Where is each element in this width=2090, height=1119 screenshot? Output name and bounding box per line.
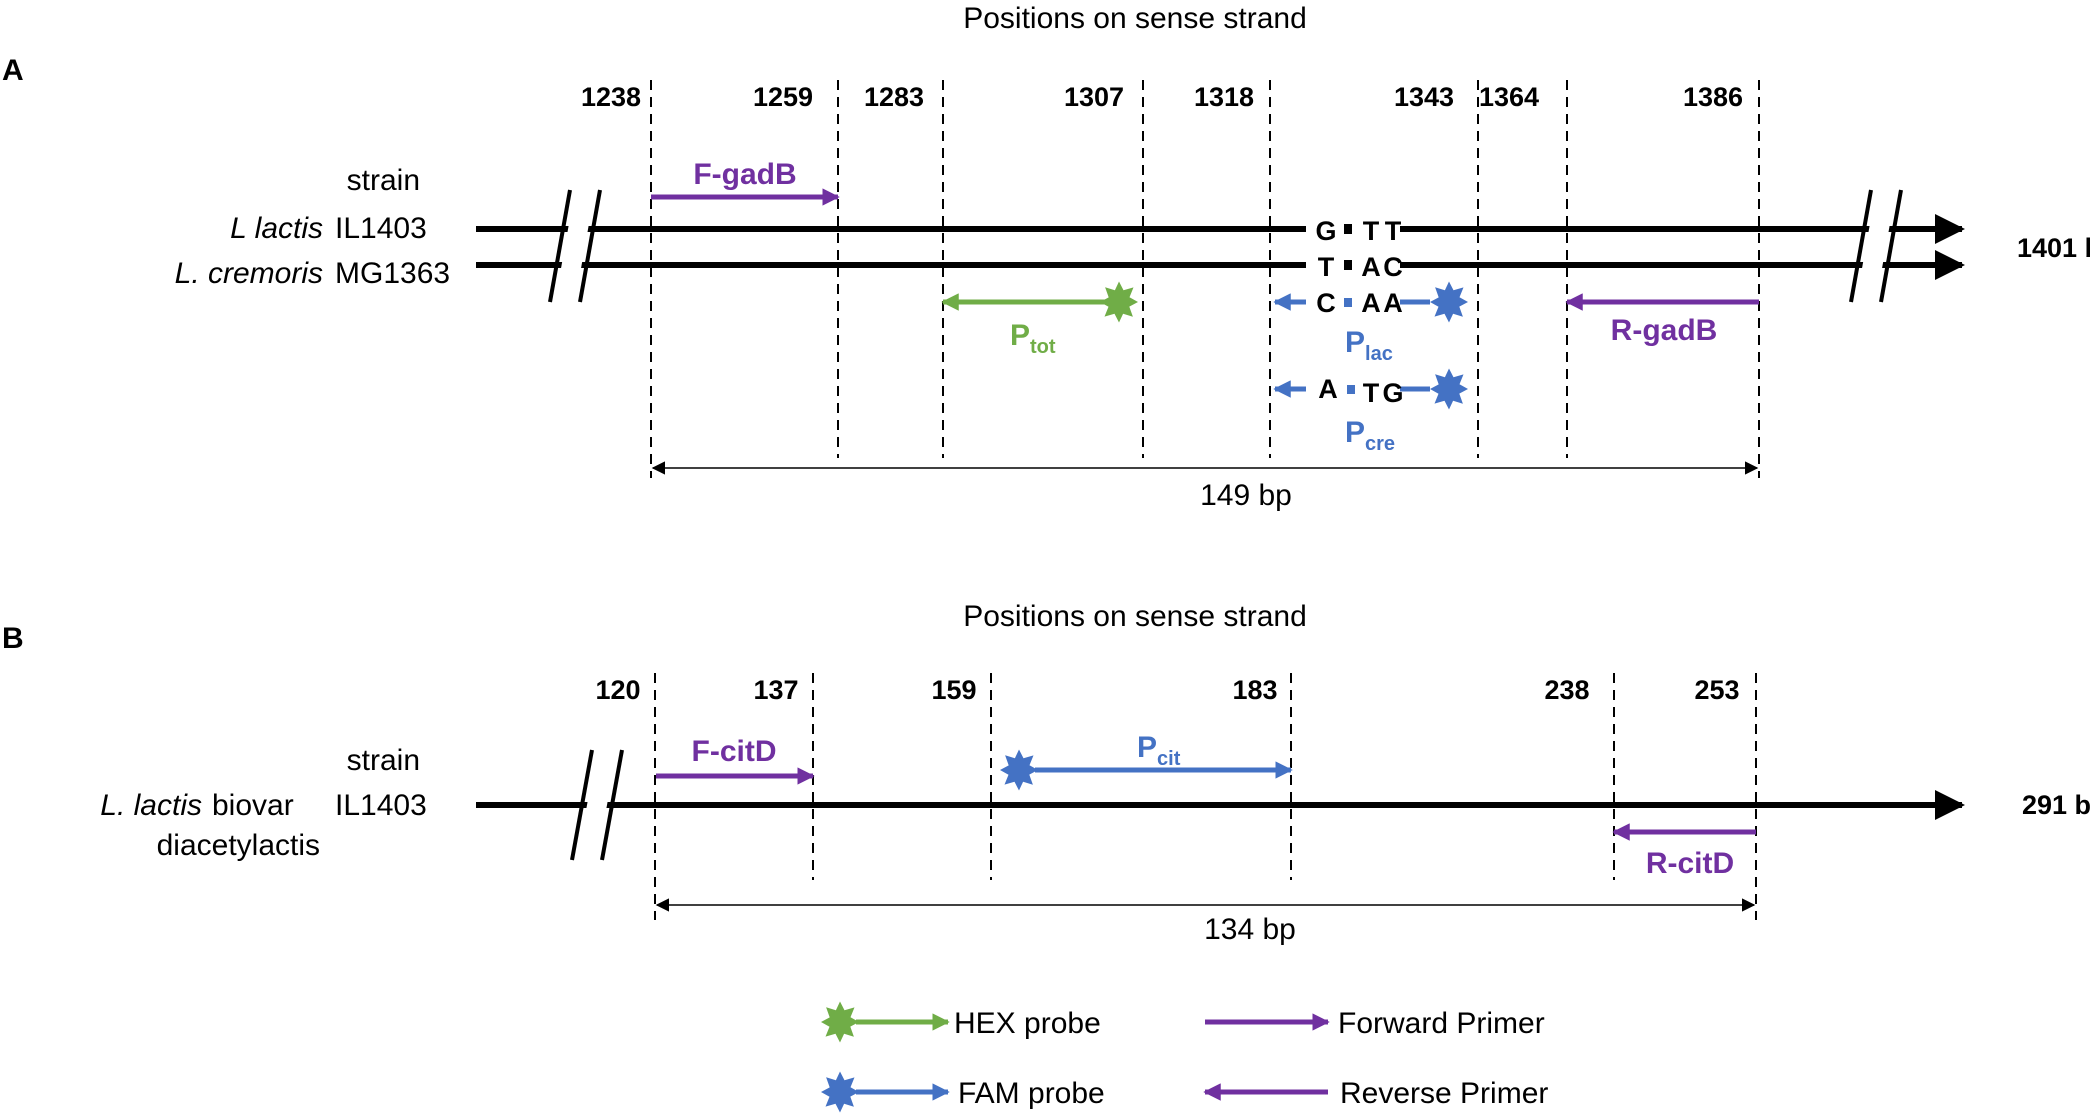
position-label: 120 <box>595 675 640 705</box>
fam-fluorophore-icon <box>1430 368 1468 410</box>
fam-probe-legend-icon <box>821 1071 859 1113</box>
strain-species: L. lactis <box>100 789 202 822</box>
position-guides <box>650 80 1760 478</box>
strain-id: IL1403 <box>335 789 427 822</box>
position-label: 1364 <box>1479 82 1539 112</box>
panel-a-letter: A <box>2 54 24 87</box>
amplicon-length-label: 149 bp <box>1200 479 1292 512</box>
probe-base: A <box>1383 288 1403 318</box>
forward-primer-legend-label: Forward Primer <box>1338 1007 1545 1040</box>
strain1-species: L lactis <box>230 212 323 245</box>
snp-base: C <box>1383 252 1403 282</box>
snp-base: G <box>1315 216 1336 246</box>
position-label: 238 <box>1544 675 1589 705</box>
strain-header: strain <box>347 744 420 777</box>
probe-base: C <box>1316 288 1336 318</box>
snp-base: T <box>1318 252 1335 282</box>
legend: HEX probe FAM probe Forward Primer Rever… <box>821 1001 1548 1113</box>
position-label: 1307 <box>1064 82 1124 112</box>
probe-cre-label: Pcre <box>1345 416 1395 455</box>
reverse-primer-label: R-gadB <box>1611 314 1718 347</box>
position-label: 137 <box>753 675 798 705</box>
panel-a: A Positions on sense strand 1238 1259 12… <box>2 2 2090 512</box>
panel-a-heading: Positions on sense strand <box>963 2 1307 35</box>
panel-b-letter: B <box>2 622 24 655</box>
sequence-break-mark <box>1849 189 1903 303</box>
reverse-primer-label: R-citD <box>1646 847 1734 880</box>
sequence-length-label: 1401 bp <box>2017 233 2090 263</box>
strain-biovar: biovar <box>212 789 294 822</box>
strain-variant: diacetylactis <box>157 829 320 862</box>
probe-gap <box>1344 298 1352 307</box>
probe-lac-label: Plac <box>1345 326 1393 365</box>
reverse-primer-legend-label: Reverse Primer <box>1340 1077 1548 1110</box>
strain-header: strain <box>347 164 420 197</box>
strain2-id: MG1363 <box>335 257 450 290</box>
position-label: 1238 <box>581 82 641 112</box>
snp-gap <box>1344 260 1352 270</box>
position-label: 183 <box>1232 675 1277 705</box>
fam-probe-legend-label: FAM probe <box>958 1077 1105 1110</box>
probe-base: A <box>1318 374 1338 404</box>
position-label: 1318 <box>1194 82 1254 112</box>
panel-b-heading: Positions on sense strand <box>963 600 1307 633</box>
hex-fluorophore-icon <box>1100 281 1138 323</box>
sequence-break-mark <box>548 189 602 303</box>
snp-region-bg <box>1306 214 1400 244</box>
position-guides <box>654 673 1757 920</box>
strain1-id: IL1403 <box>335 212 427 245</box>
snp-base: T <box>1363 216 1380 246</box>
position-label: 159 <box>931 675 976 705</box>
hex-probe-legend-icon <box>821 1001 859 1043</box>
snp-region-bg <box>1306 250 1400 280</box>
hex-probe-legend-label: HEX probe <box>954 1007 1101 1040</box>
forward-primer-label: F-gadB <box>693 158 796 191</box>
fam-fluorophore-icon <box>1430 281 1468 323</box>
position-label: 1283 <box>864 82 924 112</box>
probe-tot-label: Ptot <box>1010 319 1056 358</box>
probe-base: T <box>1363 378 1380 408</box>
position-label: 253 <box>1694 675 1739 705</box>
snp-base: A <box>1361 252 1381 282</box>
position-label: 1259 <box>753 82 813 112</box>
probe-base: G <box>1382 378 1403 408</box>
position-label: 1343 <box>1394 82 1454 112</box>
probe-cit-label: Pcit <box>1137 731 1181 770</box>
probe-gap <box>1347 385 1355 394</box>
sequence-length-label: 291 bp <box>2022 790 2090 820</box>
fam-fluorophore-icon <box>1000 749 1038 791</box>
amplicon-length-label: 134 bp <box>1204 913 1296 946</box>
forward-primer-label: F-citD <box>692 735 777 768</box>
panel-b: B Positions on sense strand 120 137 159 … <box>2 600 2090 946</box>
snp-gap <box>1344 224 1352 234</box>
snp-base: T <box>1385 216 1402 246</box>
position-label: 1386 <box>1683 82 1743 112</box>
probe-base: A <box>1361 288 1381 318</box>
strain2-species: L. cremoris <box>175 257 323 290</box>
sequence-break-mark <box>570 749 624 861</box>
